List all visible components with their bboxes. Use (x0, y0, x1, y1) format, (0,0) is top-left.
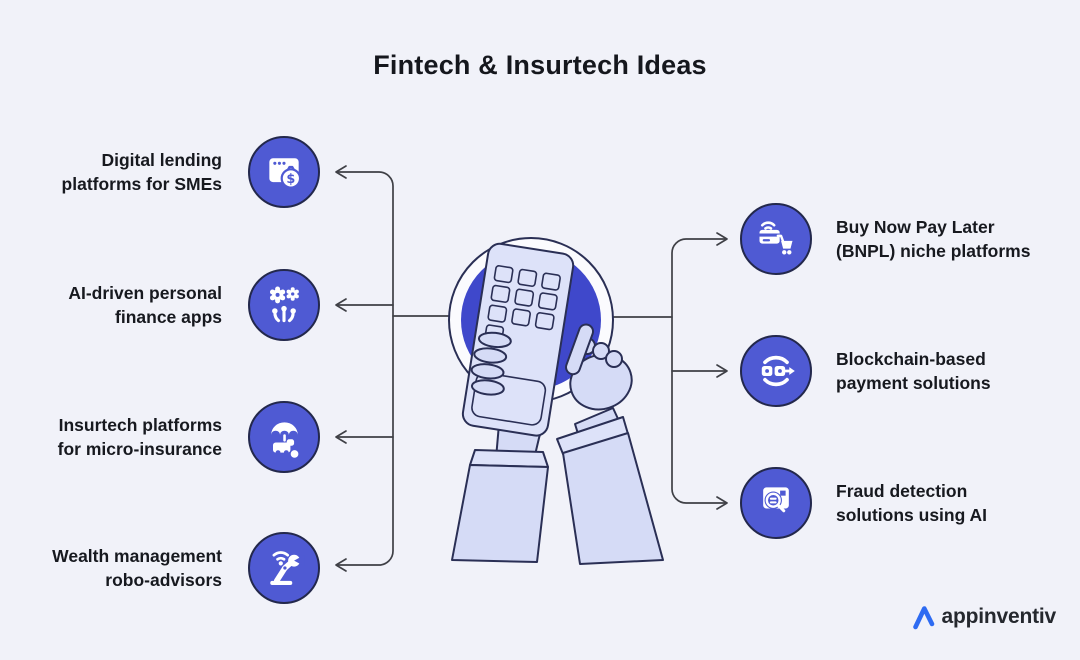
appinventiv-a-mark-icon (912, 606, 934, 630)
blockchain-item (740, 335, 812, 407)
lending-browser-moneybag-icon: $ (269, 158, 302, 189)
fraud-detection-item (740, 467, 812, 539)
logo-text: appinventiv (941, 605, 1057, 628)
umbrella-car-insurance-icon (271, 422, 299, 458)
ai-finance-item (248, 269, 320, 341)
blockchain-blocks-icon (761, 355, 795, 387)
bnpl-item (740, 203, 812, 275)
insurtech-item (248, 401, 320, 473)
hands-calculator-illustration (448, 237, 664, 565)
contactless-card-cart-icon (759, 221, 793, 255)
label-wealth-robo: Wealth management robo-advisors (52, 546, 222, 590)
label-blockchain: Blockchain-based payment solutions (836, 349, 991, 393)
label-ai-finance: AI-driven personal finance apps (68, 283, 222, 327)
label-insurtech: Insurtech platforms for micro-insurance (57, 415, 222, 459)
fraud-magnifier-icon (763, 487, 789, 513)
ai-growth-gears-icon (269, 286, 299, 323)
page-title: Fintech & Insurtech Ideas (373, 50, 707, 80)
appinventiv-logo: appinventiv (911, 604, 1057, 630)
svg-text:$: $ (286, 172, 295, 187)
digital-lending-item: $ (248, 136, 320, 208)
wealth-robo-item (248, 532, 320, 604)
label-digital-lending: Digital lending platforms for SMEs (61, 150, 222, 194)
robo-arm-wrench-icon (270, 551, 305, 585)
label-bnpl: Buy Now Pay Later (BNPL) niche platforms (836, 217, 1031, 261)
label-fraud-detection: Fraud detection solutions using AI (836, 481, 988, 525)
